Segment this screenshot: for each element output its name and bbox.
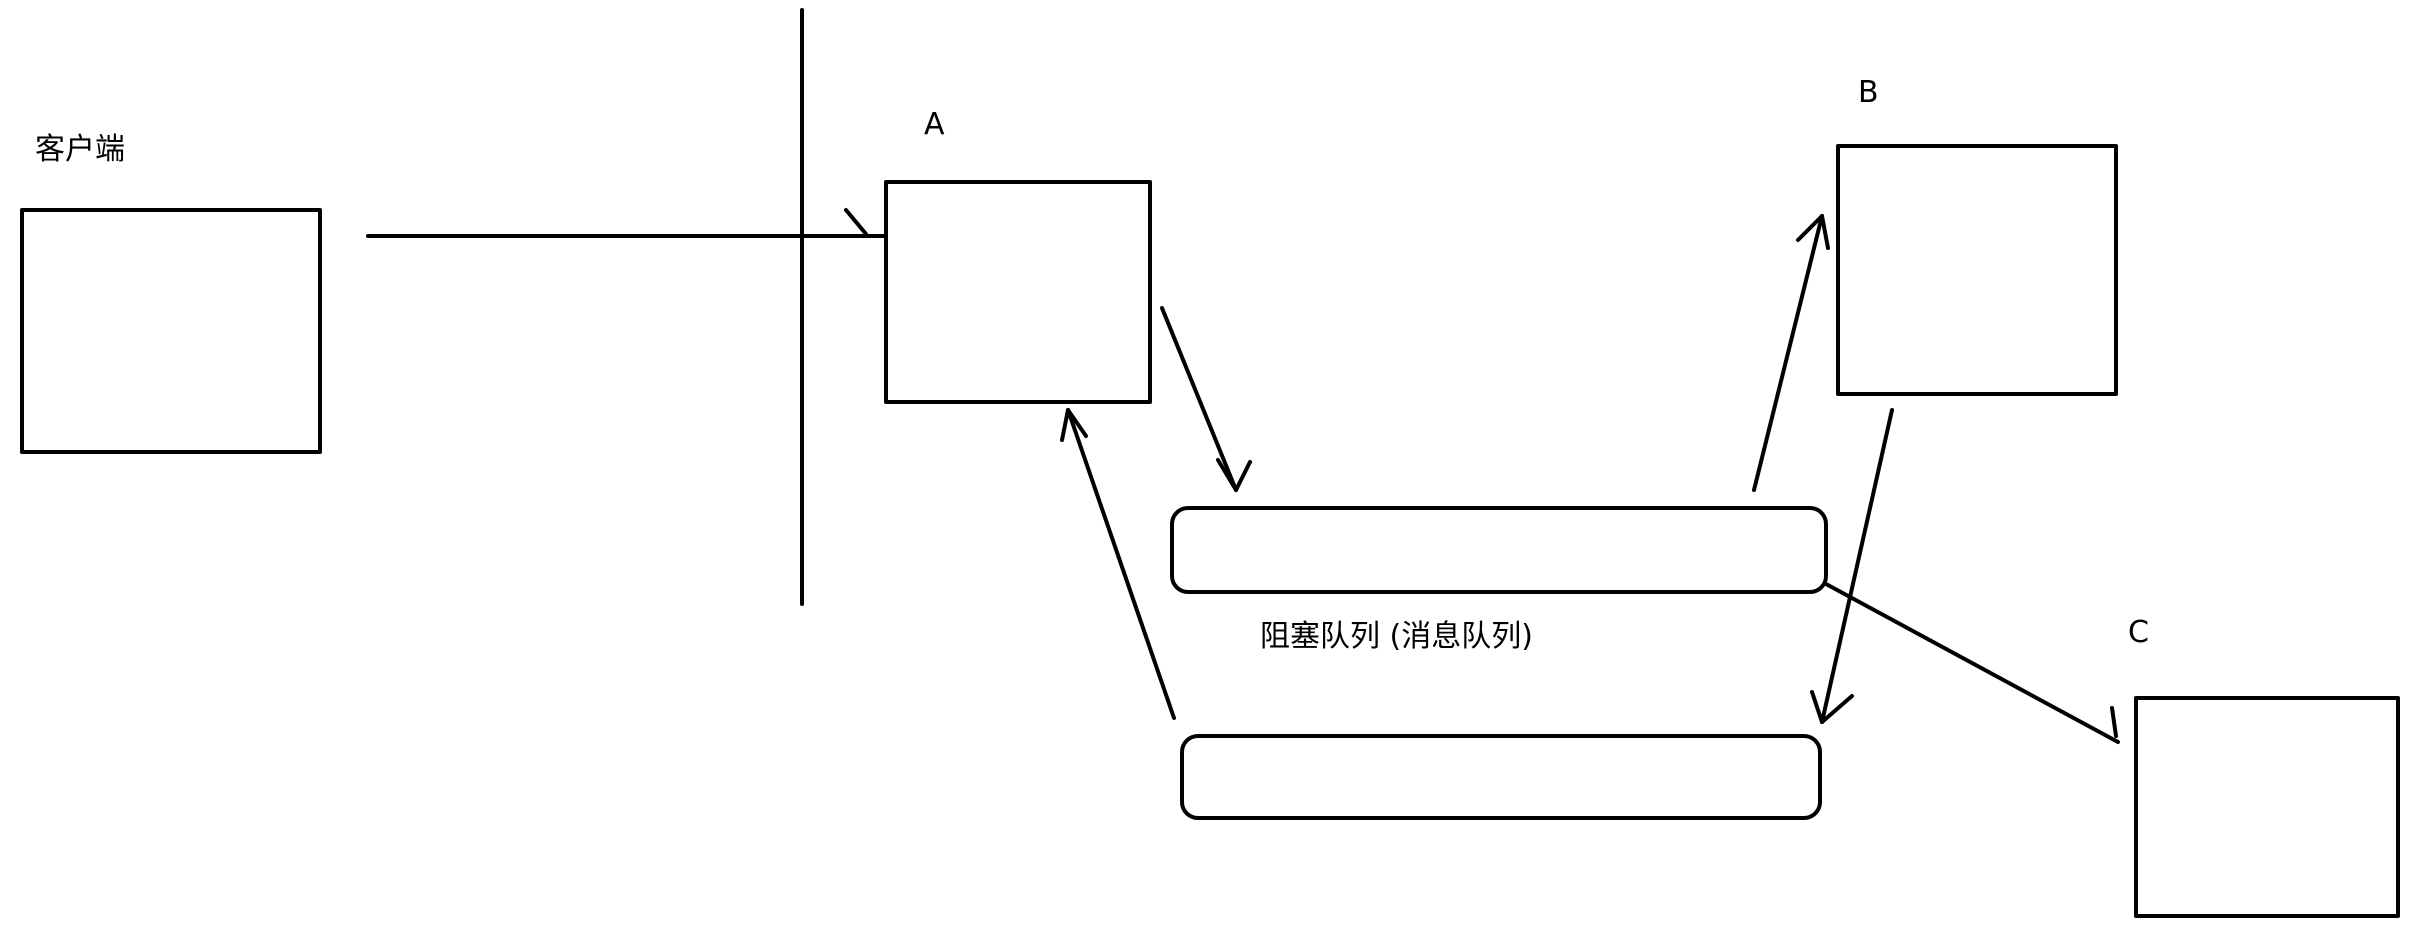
node-a-box	[884, 180, 1152, 404]
a-to-queue-arrow	[1160, 306, 1252, 492]
queue-to-a-arrow	[1060, 408, 1176, 720]
node-c-label: C	[2128, 615, 2149, 650]
client-label: 客户端	[35, 132, 125, 167]
client-to-a-arrow	[366, 208, 888, 238]
queue-label: 阻塞队列 (消息队列)	[1260, 619, 1533, 654]
queue-upper	[1170, 506, 1828, 594]
node-b-label: B	[1858, 75, 1879, 110]
queue-to-c-arrow	[1824, 582, 2120, 744]
node-a-label: A	[924, 107, 945, 142]
node-b-box	[1836, 144, 2118, 396]
client-box	[20, 208, 322, 454]
queue-lower	[1180, 734, 1822, 820]
queue-to-b-arrow	[1752, 214, 1830, 492]
b-to-queue-arrow	[1810, 408, 1894, 724]
node-c-box	[2134, 696, 2400, 918]
